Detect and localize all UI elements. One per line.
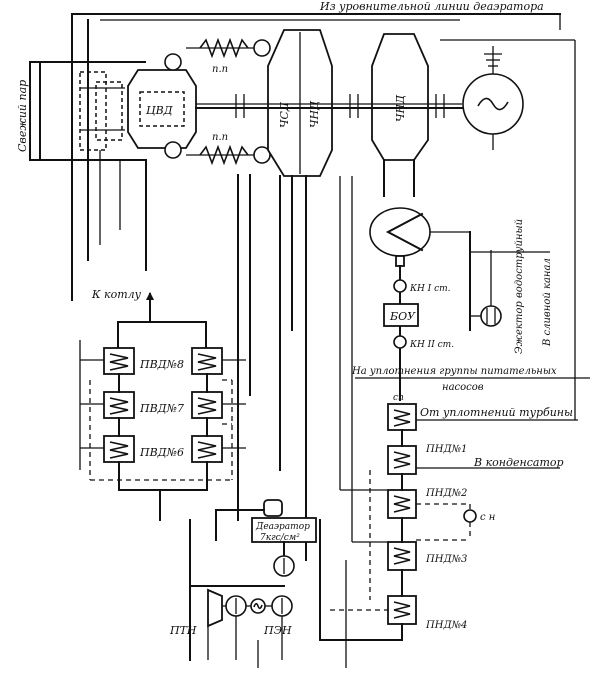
hp-cylinder-label: ЦВД: [146, 104, 174, 117]
lp-heater-1-label: ПНД№1: [425, 444, 467, 455]
seals-turbine-label: От уплотнений турбины: [420, 406, 573, 419]
lp-cylinder-1-label: ЧНД: [308, 100, 321, 128]
water-jet-ejector: [470, 250, 502, 327]
drain-pump-icon: [416, 503, 477, 541]
hp-cylinder: [127, 69, 197, 149]
lp-heater-2: [387, 489, 417, 519]
valve-icon: [164, 141, 182, 159]
reheater-lower: [186, 144, 254, 166]
drain-pump-label: с н: [480, 512, 495, 523]
to-boiler-label: К котлу: [91, 288, 142, 301]
reheater-upper: [186, 37, 254, 59]
lp-heater-4: [387, 595, 417, 625]
ip-lp-turbine: [267, 29, 333, 177]
seals-pumps-label-1: На уплотнения группы питательных: [351, 366, 557, 377]
drain-channel-label: В сливной канал: [542, 258, 553, 347]
lp-heater-2-label: ПНД№2: [425, 488, 467, 499]
pump-icon: [393, 279, 407, 293]
hp-heater-piping: [79, 340, 246, 521]
generator-icon: [462, 46, 524, 150]
bou-box: [383, 303, 419, 327]
deaerator: [215, 499, 317, 543]
lp-heater-3-label: ПНД№3: [425, 554, 467, 565]
condensate-pump-1-label: КН I ст.: [409, 284, 451, 294]
feed-turbine-icon: [207, 588, 223, 628]
hp-heater-7-label: ПВД№7: [139, 402, 184, 415]
hp-heater-group: [117, 321, 207, 349]
top-line-label: Из уровнительной линии деаэратора: [319, 0, 544, 13]
steam-valve-block-left: [79, 71, 125, 151]
condenser-icon: [369, 159, 470, 267]
deaerator-label-2: 7кгс/см²: [260, 533, 300, 543]
valve-icon: [253, 39, 271, 57]
electric-feed-pump-label: ПЭН: [263, 624, 292, 637]
lp-heater-ep: [387, 403, 417, 431]
ep-label: сп: [393, 393, 404, 403]
reheater-lower-label: п.п: [212, 132, 228, 143]
hp-heater-6-label: ПВД№6: [139, 446, 184, 459]
seals-pumps-label-2: насосов: [442, 382, 484, 393]
lp-turbine-2: [371, 33, 429, 161]
extraction-ticks: [235, 94, 445, 118]
bou-label: БОУ: [389, 310, 416, 323]
feed-turbine-label: ПТН: [169, 624, 197, 637]
reheater-upper-label: п.п: [212, 64, 228, 75]
extraction-lines: [99, 150, 307, 561]
valve-icon: [164, 53, 182, 71]
live-steam-label: Свежий пар: [16, 80, 29, 152]
ejector-label: Эжектор водоструйный: [514, 219, 525, 354]
pump-icon: [393, 335, 407, 349]
deaerator-label-1: Деаэратор: [255, 522, 310, 532]
lp-heater-4-label: ПНД№4: [425, 620, 467, 631]
to-condenser-label: В конденсатор: [473, 456, 564, 469]
live-steam-inlet: [29, 61, 146, 161]
condensate-pump-2-label: КН II ст.: [409, 340, 454, 350]
lp-heater-3: [387, 541, 417, 571]
lp-heater-1: [387, 445, 417, 475]
hp-heater-8-label: ПВД№8: [139, 358, 184, 371]
ip-cylinder-label: ЧСД: [278, 101, 291, 128]
